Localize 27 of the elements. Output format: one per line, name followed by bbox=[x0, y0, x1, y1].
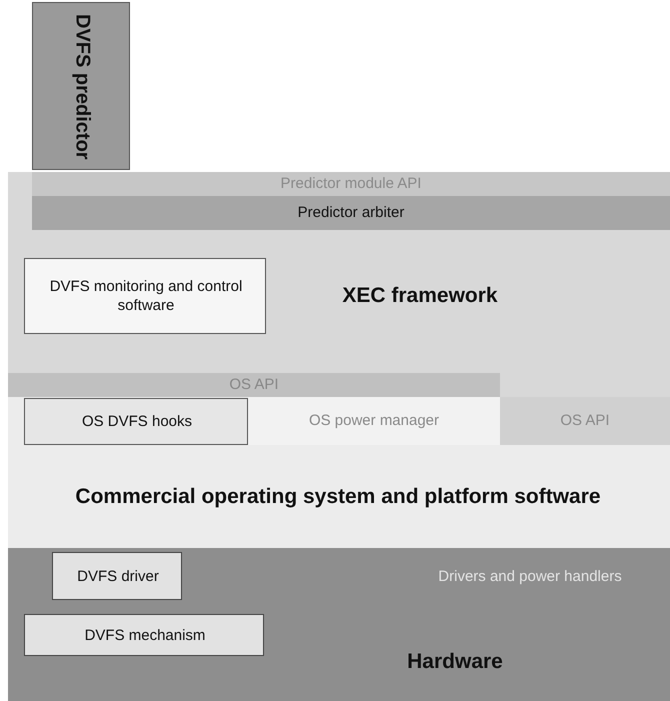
predictor-module-box bbox=[32, 2, 130, 170]
layer-title: XEC framework bbox=[342, 282, 498, 309]
arbiter-bar bbox=[32, 196, 670, 230]
layer-title: Hardware bbox=[407, 648, 503, 675]
bar-label: Predictor module API bbox=[280, 174, 422, 194]
bar-label: Predictor arbiter bbox=[298, 204, 404, 222]
component-box bbox=[24, 614, 264, 656]
band-label: OS power manager bbox=[308, 412, 440, 430]
box-label: DVFS driver bbox=[77, 568, 159, 586]
box-label: DVFS monitoring and control software bbox=[48, 278, 244, 316]
framework-layer bbox=[8, 172, 670, 397]
component-box bbox=[24, 258, 266, 334]
api-bar bbox=[500, 397, 670, 445]
component-box bbox=[52, 552, 182, 600]
hardware-layer bbox=[8, 548, 670, 701]
layer-title: Commercial operating system and platform software bbox=[75, 484, 601, 510]
layer-label: Drivers and power handlers bbox=[438, 568, 622, 586]
box-label: OS DVFS hooks bbox=[82, 413, 192, 432]
api-bar bbox=[32, 172, 670, 196]
os-layer bbox=[8, 397, 670, 548]
api-bar bbox=[8, 373, 500, 397]
component-box bbox=[24, 398, 248, 445]
manager-band bbox=[248, 397, 500, 445]
bar-label: OS API bbox=[560, 412, 610, 430]
box-label: DVFS mechanism bbox=[84, 626, 206, 646]
bar-label: OS API bbox=[229, 376, 279, 394]
module-label: DVFS predictor bbox=[70, 14, 94, 160]
